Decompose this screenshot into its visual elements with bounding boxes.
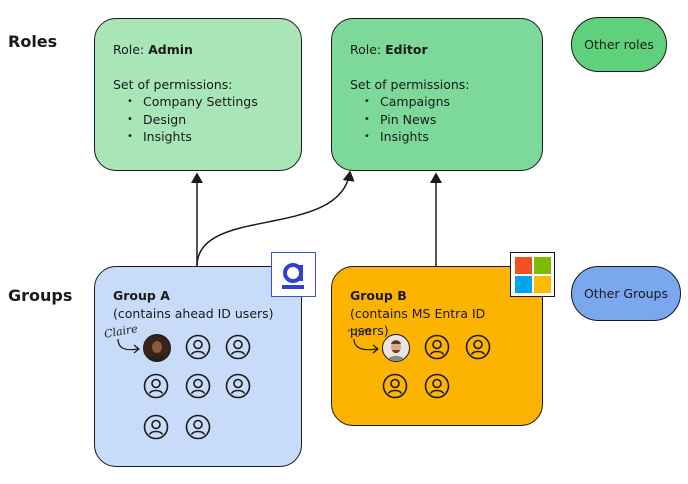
- arrow-groupa-to-editor: [196, 170, 355, 267]
- user-icon: [382, 373, 408, 399]
- role-admin-name: Admin: [148, 42, 193, 57]
- user-icon: [185, 373, 211, 399]
- permission-item: Campaigns: [364, 93, 524, 111]
- user-icon: [225, 334, 251, 360]
- role-editor-title: Role: Editor: [350, 41, 524, 59]
- microsoft-logo-icon: [510, 252, 555, 297]
- role-admin-permissions-list: Company Settings Design Insights: [113, 93, 283, 146]
- group-a-title: Group A: [113, 288, 170, 303]
- role-editor-card[interactable]: Role: Editor Set of permissions: Campaig…: [331, 18, 543, 171]
- permission-item: Insights: [364, 128, 524, 146]
- claire-avatar[interactable]: [143, 334, 171, 362]
- other-groups-label: Other Groups: [583, 286, 669, 301]
- role-admin-title: Role: Admin: [113, 41, 283, 59]
- user-icon: [424, 334, 450, 360]
- role-editor-permissions-list: Campaigns Pin News Insights: [350, 93, 524, 146]
- user-icon: [143, 373, 169, 399]
- other-roles-pill[interactable]: Other roles: [571, 17, 667, 72]
- roles-section-label: Roles: [8, 32, 58, 51]
- role-editor-permissions-title: Set of permissions:: [350, 76, 470, 92]
- claire-pointer-arrow: [117, 338, 140, 354]
- permission-item: Pin News: [364, 111, 524, 129]
- permission-item: Insights: [127, 128, 283, 146]
- user-icon: [143, 414, 169, 440]
- role-admin-prefix: Role:: [113, 42, 149, 57]
- role-admin-card[interactable]: Role: Admin Set of permissions: Company …: [94, 18, 302, 171]
- tom-pointer-arrow: [353, 338, 379, 354]
- role-editor-prefix: Role:: [350, 42, 386, 57]
- user-icon: [225, 373, 251, 399]
- group-b-subtitle: (contains MS Entra ID users): [350, 305, 486, 339]
- group-a-card[interactable]: Group A (contains ahead ID users): [94, 266, 302, 467]
- ahead-logo-icon: [271, 252, 316, 297]
- user-icon: [185, 414, 211, 440]
- group-a-subtitle: (contains ahead ID users): [113, 305, 274, 321]
- permission-item: Company Settings: [127, 93, 283, 111]
- role-editor-name: Editor: [385, 42, 428, 57]
- other-groups-pill[interactable]: Other Groups: [571, 266, 681, 321]
- group-b-card[interactable]: Group B (contains MS Entra ID users): [331, 266, 543, 426]
- role-admin-permissions-title: Set of permissions:: [113, 76, 233, 92]
- group-b-title: Group B: [350, 288, 407, 303]
- groups-section-label: Groups: [8, 286, 73, 305]
- user-icon: [465, 334, 491, 360]
- tom-avatar[interactable]: [382, 334, 410, 362]
- user-icon: [185, 334, 211, 360]
- user-icon: [424, 373, 450, 399]
- permission-item: Design: [127, 111, 283, 129]
- other-roles-label: Other roles: [584, 37, 654, 52]
